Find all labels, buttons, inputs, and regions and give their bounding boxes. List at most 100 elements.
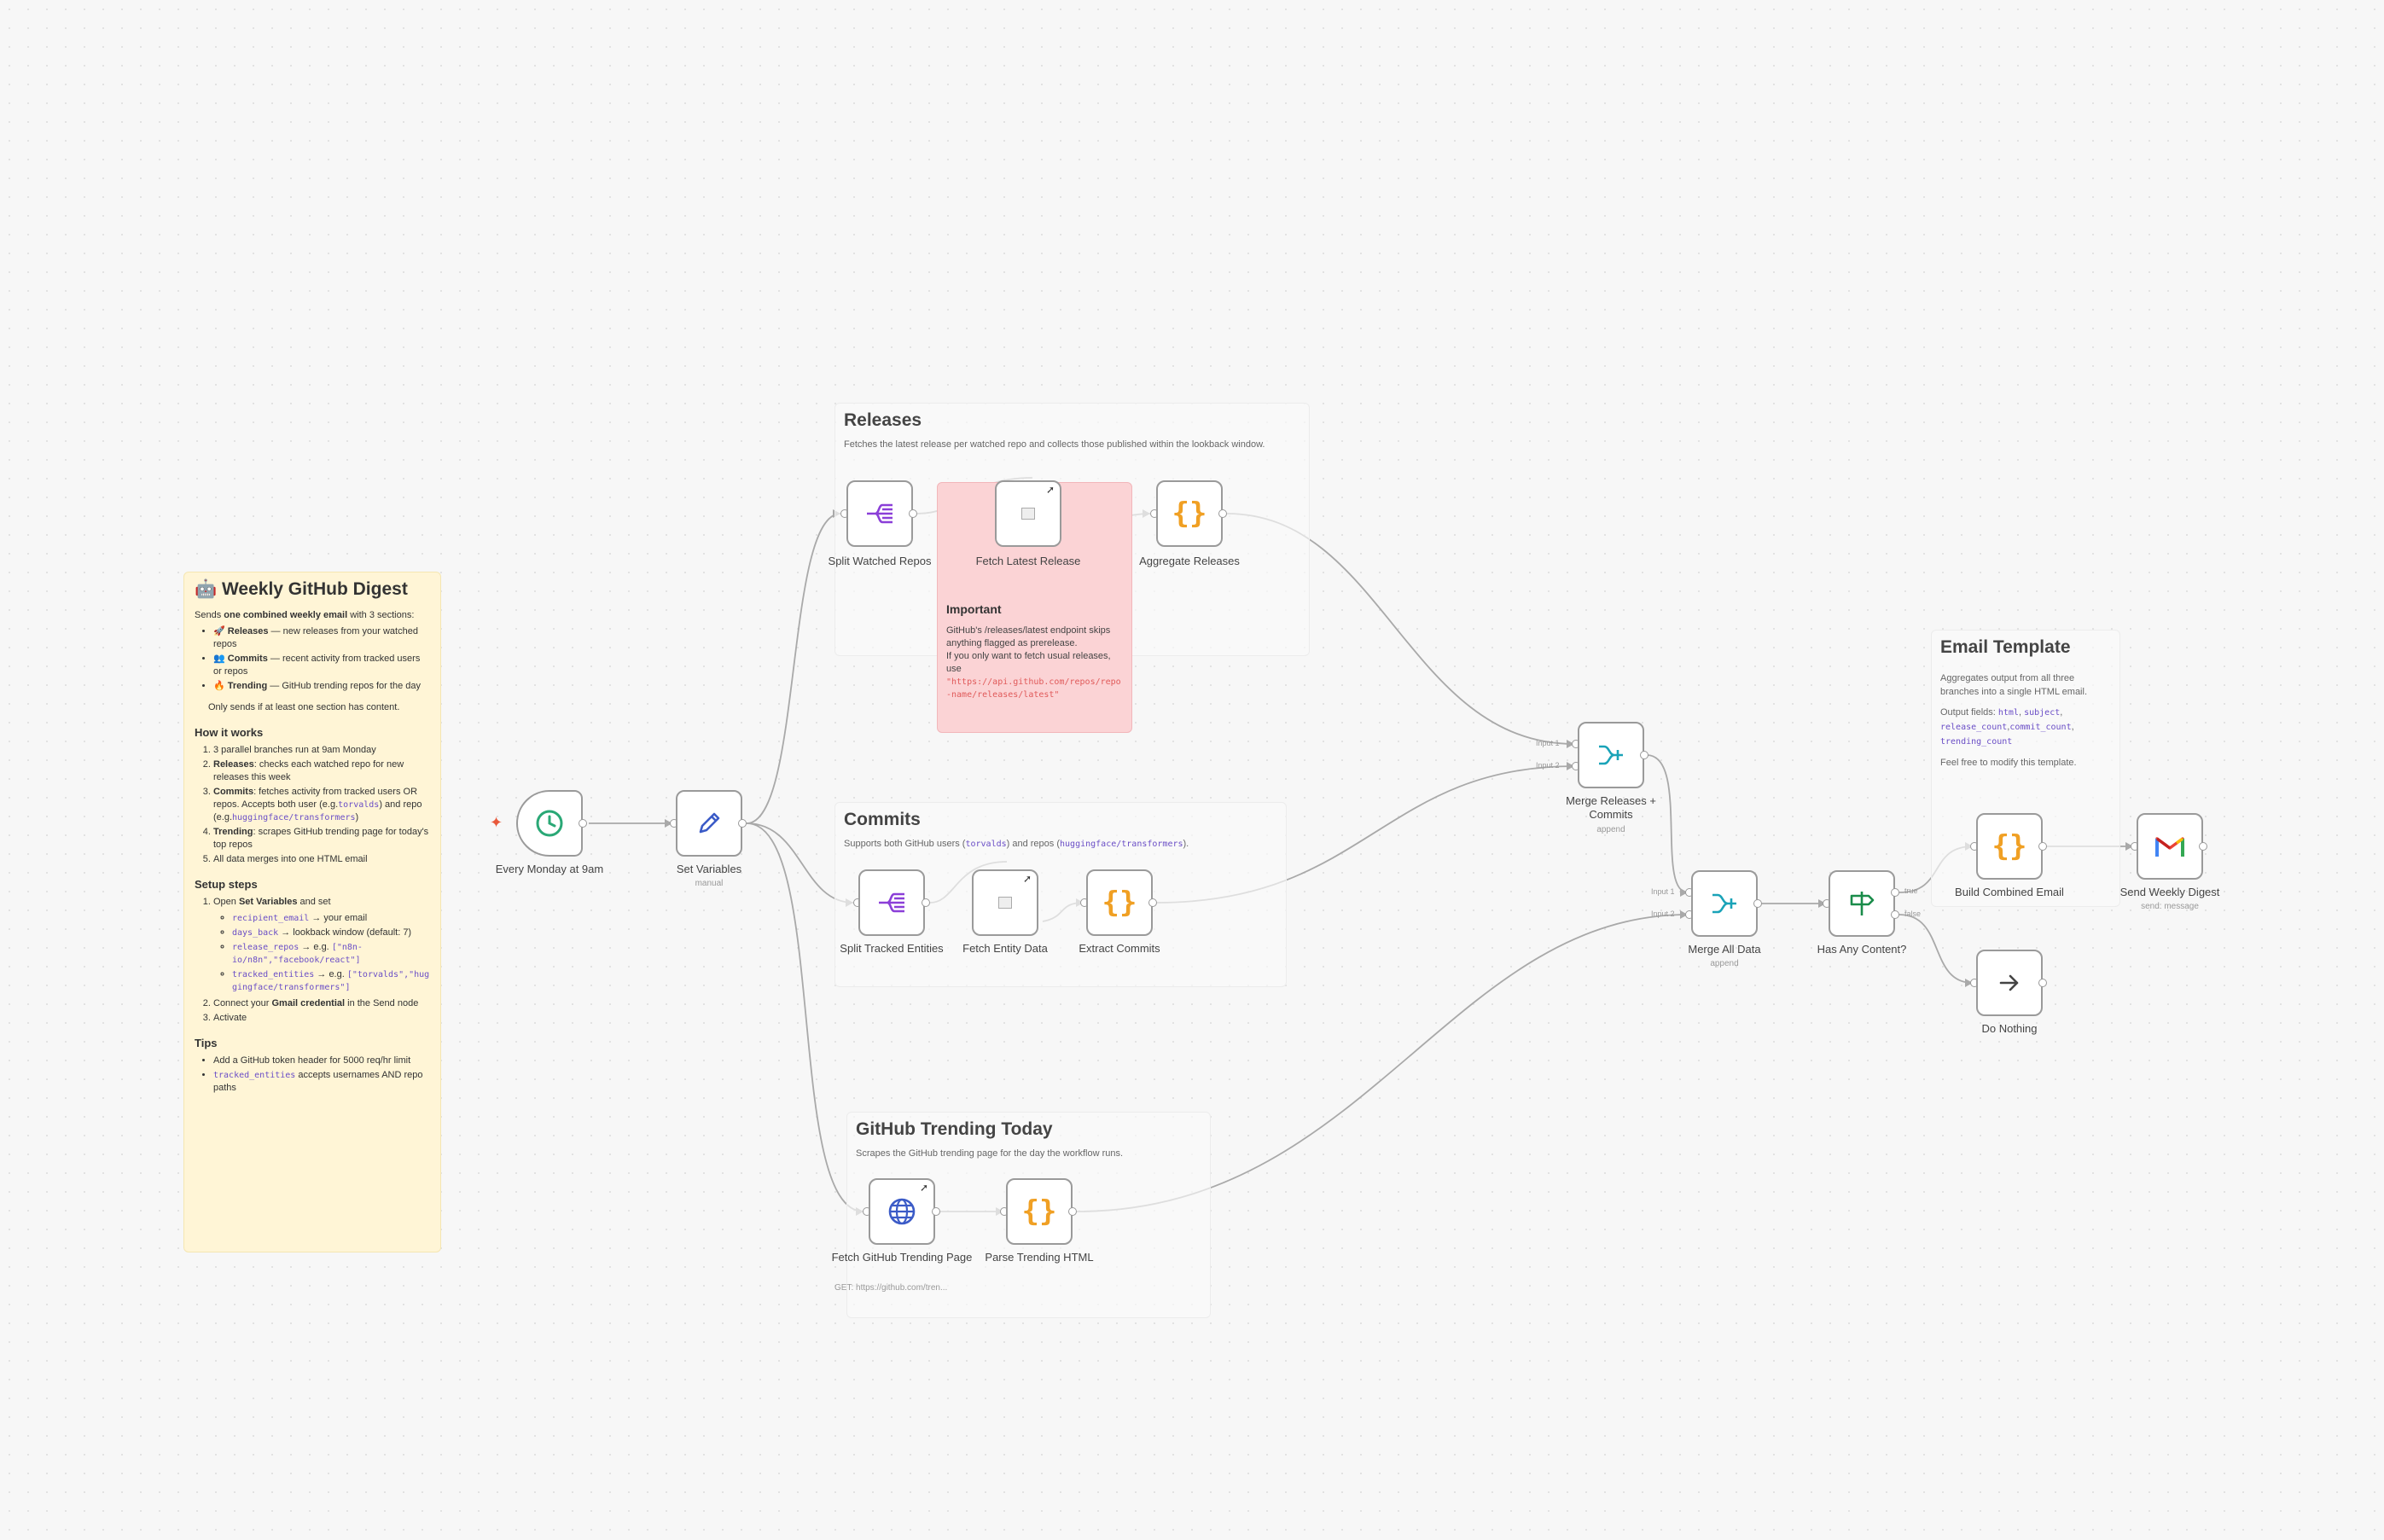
list-item: release_repos → e.g. ["n8n-io/n8n","face…: [232, 941, 430, 967]
group-description: Aggregates output from all three branche…: [1940, 673, 2088, 697]
output-port[interactable]: [1640, 751, 1648, 759]
node-label: Parse Trending HTML: [985, 1251, 1094, 1264]
node-split-tracked-entities[interactable]: [858, 869, 925, 936]
node-label: Every Monday at 9am: [495, 863, 604, 875]
node-subtitle: manual: [695, 879, 724, 888]
merge-icon: [1712, 893, 1736, 914]
signpost-icon: [1850, 892, 1875, 915]
arrow-right-icon: [1999, 974, 2019, 991]
code-braces-icon: {}: [1992, 829, 2027, 863]
node-set-variables[interactable]: [676, 790, 742, 857]
note-heading-how: How it works: [195, 726, 264, 739]
broken-image-icon: [998, 897, 1012, 909]
node-extract-commits[interactable]: {}: [1086, 869, 1153, 936]
list-item: days_back → lookback window (default: 7): [232, 927, 430, 939]
node-subtitle: append: [1596, 825, 1625, 834]
node-aggregate-releases[interactable]: {}: [1156, 480, 1223, 547]
email-output-fields: Output fields: html, subject, release_co…: [1940, 707, 2074, 747]
output-port[interactable]: [1218, 509, 1227, 518]
group-description: Fetches the latest release per watched r…: [844, 439, 1265, 450]
note-tips-list: Add a GitHub token header for 5000 req/h…: [195, 1055, 430, 1095]
node-parse-trending-html[interactable]: {}: [1006, 1178, 1073, 1245]
list-item: Open Set Variables and set recipient_ema…: [213, 896, 430, 994]
port-label-input2: Input 2: [1536, 761, 1560, 770]
external-arrow-icon: ➚: [1045, 484, 1055, 496]
list-item: tracked_entities accepts usernames AND r…: [213, 1069, 430, 1095]
group-title: Releases: [844, 410, 922, 430]
list-item: Activate: [213, 1012, 430, 1025]
node-send-weekly-digest[interactable]: [2137, 813, 2203, 880]
external-arrow-icon: ➚: [1022, 873, 1032, 885]
note-intro: Sends one combined weekly email with 3 s…: [195, 610, 415, 620]
note-setup-list: Open Set Variables and set recipient_ema…: [195, 896, 430, 1025]
trigger-bolt-icon: ✦: [490, 814, 503, 831]
important-url: "https://api.github.com/repos/repo-name/…: [946, 677, 1121, 700]
output-port[interactable]: [2038, 842, 2047, 851]
node-has-any-content[interactable]: [1829, 870, 1895, 937]
node-do-nothing[interactable]: [1976, 950, 2043, 1016]
node-merge-all-data[interactable]: [1691, 870, 1758, 937]
node-label: Aggregate Releases: [1139, 555, 1240, 567]
node-merge-releases-commits[interactable]: [1578, 722, 1644, 788]
node-fetch-latest-release[interactable]: ➚: [995, 480, 1061, 547]
output-port[interactable]: [738, 819, 747, 828]
output-port[interactable]: [2038, 979, 2047, 987]
gmail-icon: [2155, 837, 2184, 857]
output-port[interactable]: [1068, 1207, 1077, 1216]
group-title: Commits: [844, 810, 921, 829]
note-heading-setup: Setup steps: [195, 878, 258, 891]
node-label: Build Combined Email: [1955, 886, 2064, 898]
broken-image-icon: [1021, 508, 1035, 520]
clock-icon: [536, 810, 563, 837]
port-label-input1: Input 1: [1536, 739, 1560, 747]
list-item: 🚀 Releases — new releases from your watc…: [213, 625, 430, 651]
list-item: 👥 Commits — recent activity from tracked…: [213, 653, 430, 678]
output-port[interactable]: [2199, 842, 2207, 851]
email-feel-free: Feel free to modify this template.: [1940, 758, 2077, 768]
split-icon: [879, 892, 904, 913]
node-label: Fetch Entity Data: [962, 942, 1048, 955]
note-only-sends: Only sends if at least one section has c…: [208, 702, 400, 712]
list-item: 3 parallel branches run at 9am Monday: [213, 744, 430, 757]
node-subtitle: GET: https://github.com/tren...: [834, 1283, 948, 1293]
list-item: Releases: checks each watched repo for n…: [213, 758, 430, 784]
output-port[interactable]: [579, 819, 587, 828]
node-label: Send Weekly Digest: [2119, 886, 2220, 898]
code-braces-icon: {}: [1102, 886, 1137, 920]
output-port-true[interactable]: [1891, 888, 1899, 897]
port-label-false: false: [1904, 909, 1922, 918]
pencil-icon: [699, 812, 720, 834]
sticky-note-weekly-digest[interactable]: 🤖 Weekly GitHub Digest Sends one combine…: [183, 572, 441, 1252]
node-label: Fetch GitHub Trending Page: [831, 1251, 973, 1264]
output-port-false[interactable]: [1891, 910, 1899, 919]
important-line1: GitHub's /releases/latest endpoint skips…: [946, 625, 1111, 648]
node-label: Has Any Content?: [1817, 943, 1907, 956]
globe-icon: [888, 1198, 916, 1225]
node-every-monday-9am[interactable]: [516, 790, 583, 857]
output-port[interactable]: [1753, 899, 1762, 908]
node-build-combined-email[interactable]: {}: [1976, 813, 2043, 880]
output-port[interactable]: [1148, 898, 1157, 907]
node-label: Fetch Latest Release: [975, 555, 1081, 567]
output-port[interactable]: [932, 1207, 940, 1216]
external-arrow-icon: ➚: [919, 1182, 928, 1194]
group-title: GitHub Trending Today: [856, 1119, 1053, 1139]
port-label-true: true: [1904, 886, 1918, 895]
group-description: Scrapes the GitHub trending page for the…: [856, 1148, 1124, 1159]
output-port[interactable]: [922, 898, 930, 907]
split-icon: [867, 503, 893, 524]
note-title: 🤖 Weekly GitHub Digest: [195, 579, 408, 599]
list-item: tracked_entities → e.g. ["torvalds","hug…: [232, 968, 430, 994]
list-item: 🔥 Trending — GitHub trending repos for t…: [213, 680, 430, 693]
node-subtitle: append: [1710, 959, 1739, 968]
node-fetch-github-trending[interactable]: ➚: [869, 1178, 935, 1245]
node-label: Split Watched Repos: [828, 555, 932, 567]
port-label-input2: Input 2: [1651, 909, 1675, 918]
node-split-watched-repos[interactable]: [846, 480, 913, 547]
important-title: Important: [946, 602, 1002, 616]
node-label: Extract Commits: [1079, 942, 1160, 955]
output-port[interactable]: [909, 509, 917, 518]
node-fetch-entity-data[interactable]: ➚: [972, 869, 1038, 936]
port-label-input1: Input 1: [1651, 887, 1675, 896]
sticky-note-email-template[interactable]: Email Template Aggregates output from al…: [1931, 630, 2120, 907]
